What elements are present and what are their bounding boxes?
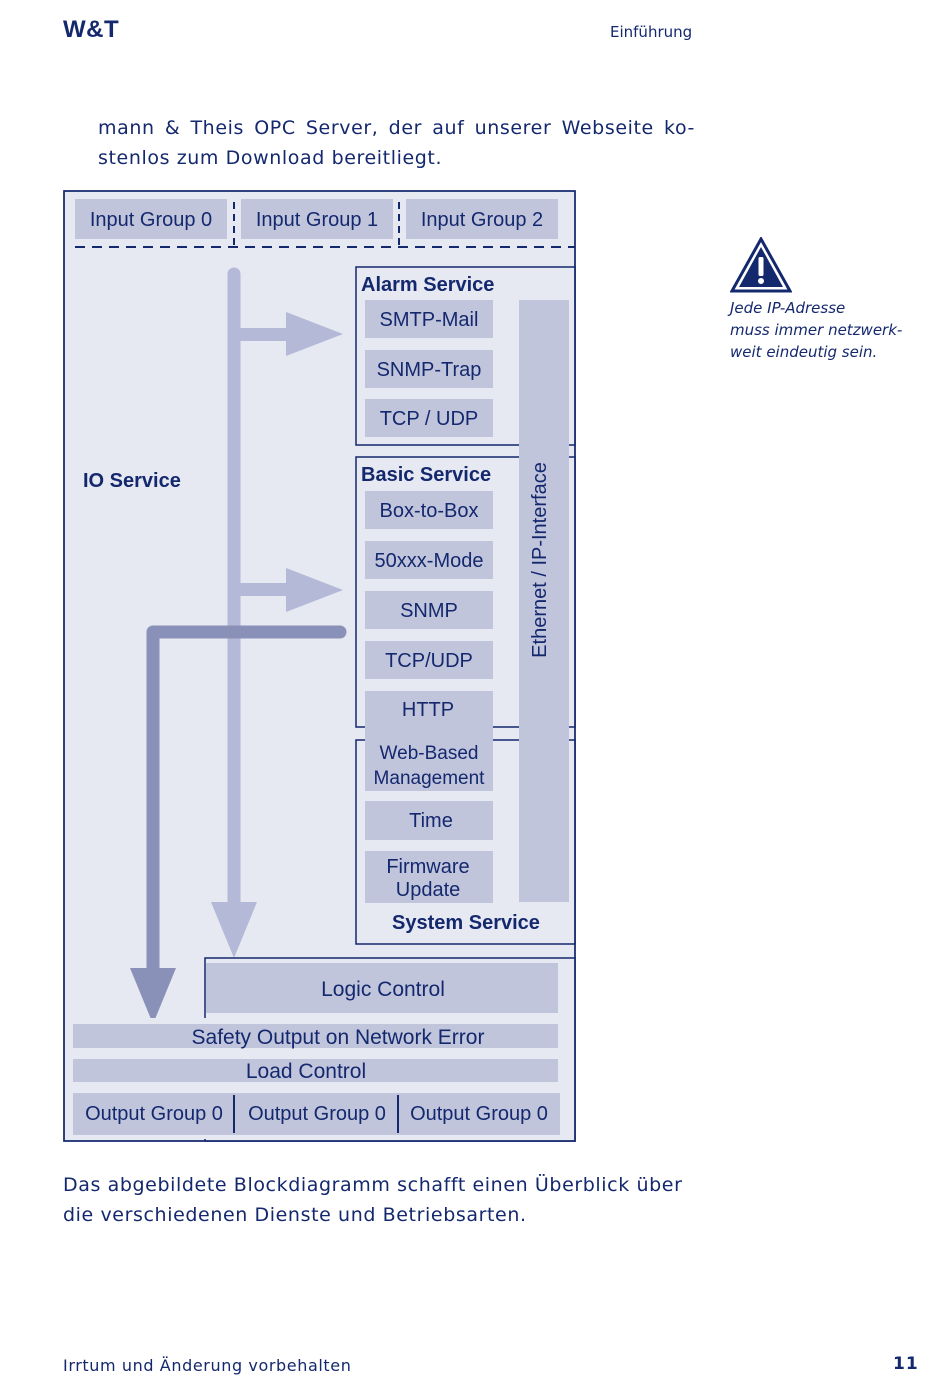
margin-note-line: Jede IP-Adresse [730,299,846,317]
service-item-label: Management [374,768,486,789]
output-group-label: Output Group 0 [248,1103,386,1125]
service-item-box [365,801,493,840]
input-group-label: Input Group 1 [256,209,378,231]
input-group-box [406,199,558,239]
block-diagram: Input Group 0 Input Group 1 Input Group … [63,190,576,1142]
margin-note-line: muss immer netzwerk- [730,321,903,339]
margin-note-line: weit eindeutig sein. [730,343,878,361]
service-item-label: SMTP-Mail [380,309,479,331]
intro-paragraph: mann & Theis OPC Server, der auf unserer… [98,113,695,173]
system-service-title: System Service [392,912,540,934]
output-group-label: Output Group 0 [85,1103,223,1125]
margin-note: Jede IP-Adresse muss immer netzwerk- wei… [730,297,930,363]
service-item-label: TCP / UDP [380,408,479,430]
service-item-box [365,399,493,437]
data-flow-arrowhead [211,902,257,958]
service-item-label: Web-Based [380,743,479,764]
output-group-label: Output Group 0 [410,1103,548,1125]
control-flow-line [146,625,347,979]
load-control-box [73,1059,558,1082]
service-item-label: SNMP-Trap [377,359,482,381]
data-flow-arrowhead [286,312,343,356]
service-item-box [365,541,493,579]
service-item-label: Time [409,810,453,832]
page-number: 11 [893,1354,919,1374]
logic-control-box [206,963,558,1013]
service-item-box [365,591,493,629]
footer-disclaimer: Irrtum und Änderung vorbehalten [63,1356,352,1375]
input-group-label: Input Group 0 [90,209,212,231]
safety-output-label: Safety Output on Network Error [192,1026,485,1049]
service-item-box [365,300,493,338]
data-flow-branch [234,583,290,596]
company-logo: W&T [63,16,120,43]
ethernet-interface-box [519,300,569,902]
service-item-label: Update [396,879,461,901]
output-groups-box [73,1093,560,1135]
safety-output-box [73,1024,558,1048]
control-flow-arrowhead [130,968,176,1024]
data-flow-branch [234,328,290,341]
service-item-label: Firmware [386,856,469,878]
service-item-label: Box-to-Box [380,500,479,522]
input-group-box [241,199,393,239]
service-item-label: TCP/UDP [385,650,473,672]
ethernet-interface-label: Ethernet / IP-Interface [529,462,551,658]
data-flow-arrowhead [286,568,343,612]
service-item-box [365,691,493,791]
service-item-label: HTTP [402,699,454,721]
logic-control-label: Logic Control [321,978,445,1001]
diagram-frame-border [63,190,576,1142]
chapter-title: Einführung [610,23,693,41]
service-item-label: 50xxx-Mode [375,550,484,572]
service-item-box [365,491,493,529]
service-item-box [365,350,493,388]
warning-triangle-icon [730,237,792,293]
service-item-box [365,851,493,903]
caption-line: die verschiedenen Dienste und Betriebsar… [63,1204,527,1226]
basic-service-title: Basic Service [361,464,491,486]
input-group-box [75,199,227,239]
alarm-service-title: Alarm Service [361,274,494,296]
caption-paragraph: Das abgebildete Blockdiagramm schafft ei… [63,1170,703,1230]
load-control-label: Load Control [246,1060,366,1083]
intro-line: stenlos zum Download bereitliegt. [98,147,443,169]
io-service-label: IO Service [83,470,181,492]
intro-line: mann & Theis OPC Server, der auf unserer… [98,117,695,139]
service-item-label: SNMP [400,600,458,622]
input-group-label: Input Group 2 [421,209,543,231]
service-item-box [365,641,493,679]
caption-line: Das abgebildete Blockdiagramm schafft ei… [63,1174,683,1196]
